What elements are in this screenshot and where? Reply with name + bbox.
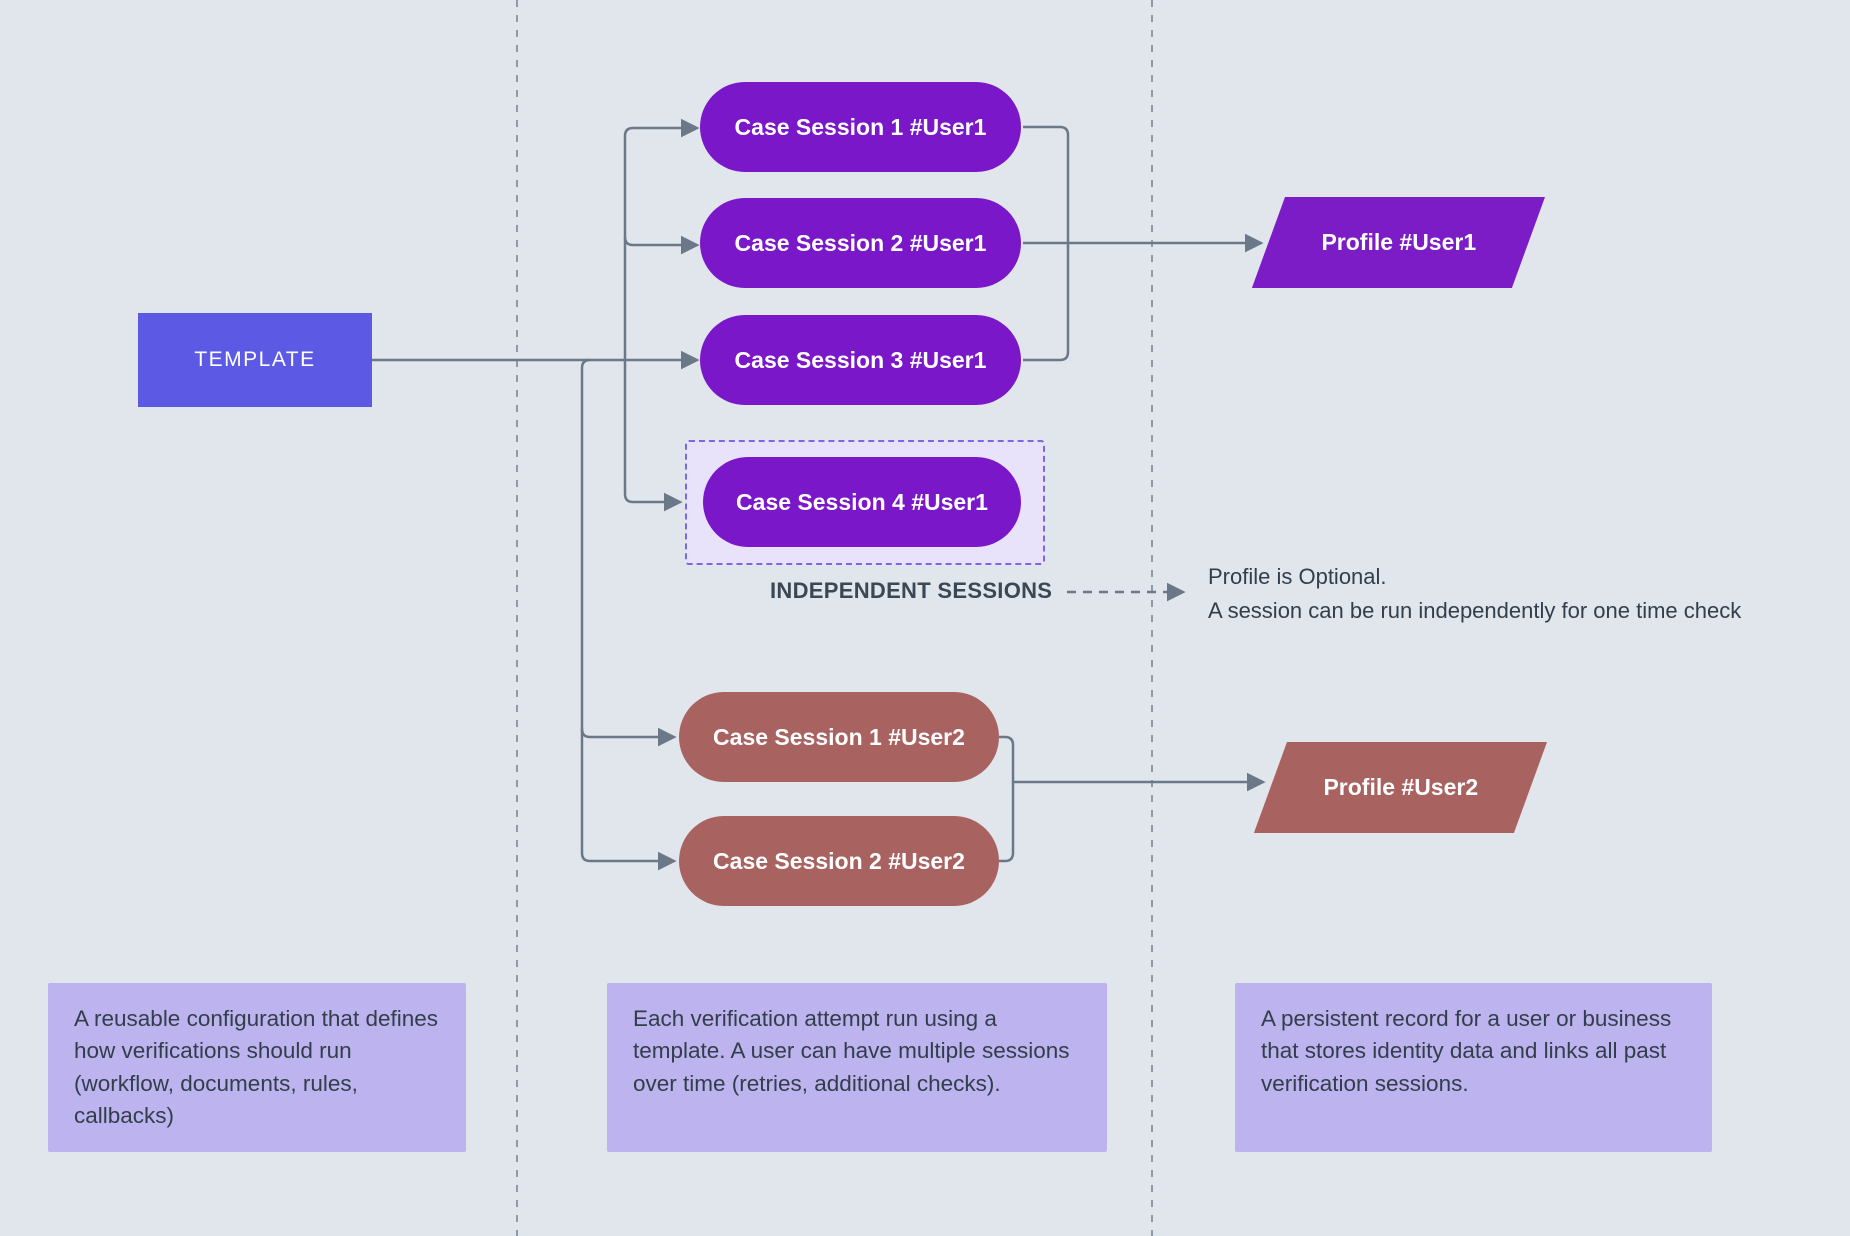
node-template: TEMPLATE — [138, 313, 372, 407]
note-template-description: A reusable configuration that defines ho… — [48, 983, 466, 1152]
connector-stub-session2-user1 — [623, 235, 700, 255]
profile-user2-label: Profile #User2 — [1323, 774, 1478, 800]
node-case-session-1-user1: Case Session 1 #User1 — [700, 82, 1021, 172]
connector-branch-user2 — [580, 358, 677, 871]
node-profile-user2: Profile #User2 — [1253, 742, 1547, 833]
column-divider-right — [1151, 0, 1153, 1236]
node-case-session-2-user2: Case Session 2 #User2 — [679, 816, 999, 906]
connector-trunk-user1 — [623, 126, 634, 504]
connector-merge-top-user2 — [999, 735, 1015, 782]
connector-merge-bottom-user2 — [999, 782, 1015, 863]
annotation-line-1: Profile is Optional. — [1208, 564, 1387, 589]
node-case-session-3-user1: Case Session 3 #User1 — [700, 315, 1021, 405]
note-profile-description: A persistent record for a user or busine… — [1235, 983, 1712, 1152]
annotation-note: Profile is Optional. A session can be ru… — [1208, 560, 1741, 628]
column-divider-left — [516, 0, 518, 1236]
connector-stub-session1-user2 — [580, 727, 677, 747]
note-session-description: Each verification attempt run using a te… — [607, 983, 1107, 1152]
node-case-session-1-user2: Case Session 1 #User2 — [679, 692, 999, 782]
profile-user1-label: Profile #User1 — [1321, 229, 1476, 255]
connector-merge-top-user1 — [1023, 125, 1070, 243]
independent-sessions-label: INDEPENDENT SESSIONS — [770, 578, 1053, 603]
node-case-session-2-user1: Case Session 2 #User1 — [700, 198, 1021, 288]
node-case-session-4-user1: Case Session 4 #User1 — [703, 457, 1021, 547]
annotation-line-2: A session can be run independently for o… — [1208, 598, 1742, 623]
connector-merge-bottom-user1 — [1023, 243, 1070, 362]
node-profile-user1: Profile #User1 — [1251, 197, 1545, 288]
